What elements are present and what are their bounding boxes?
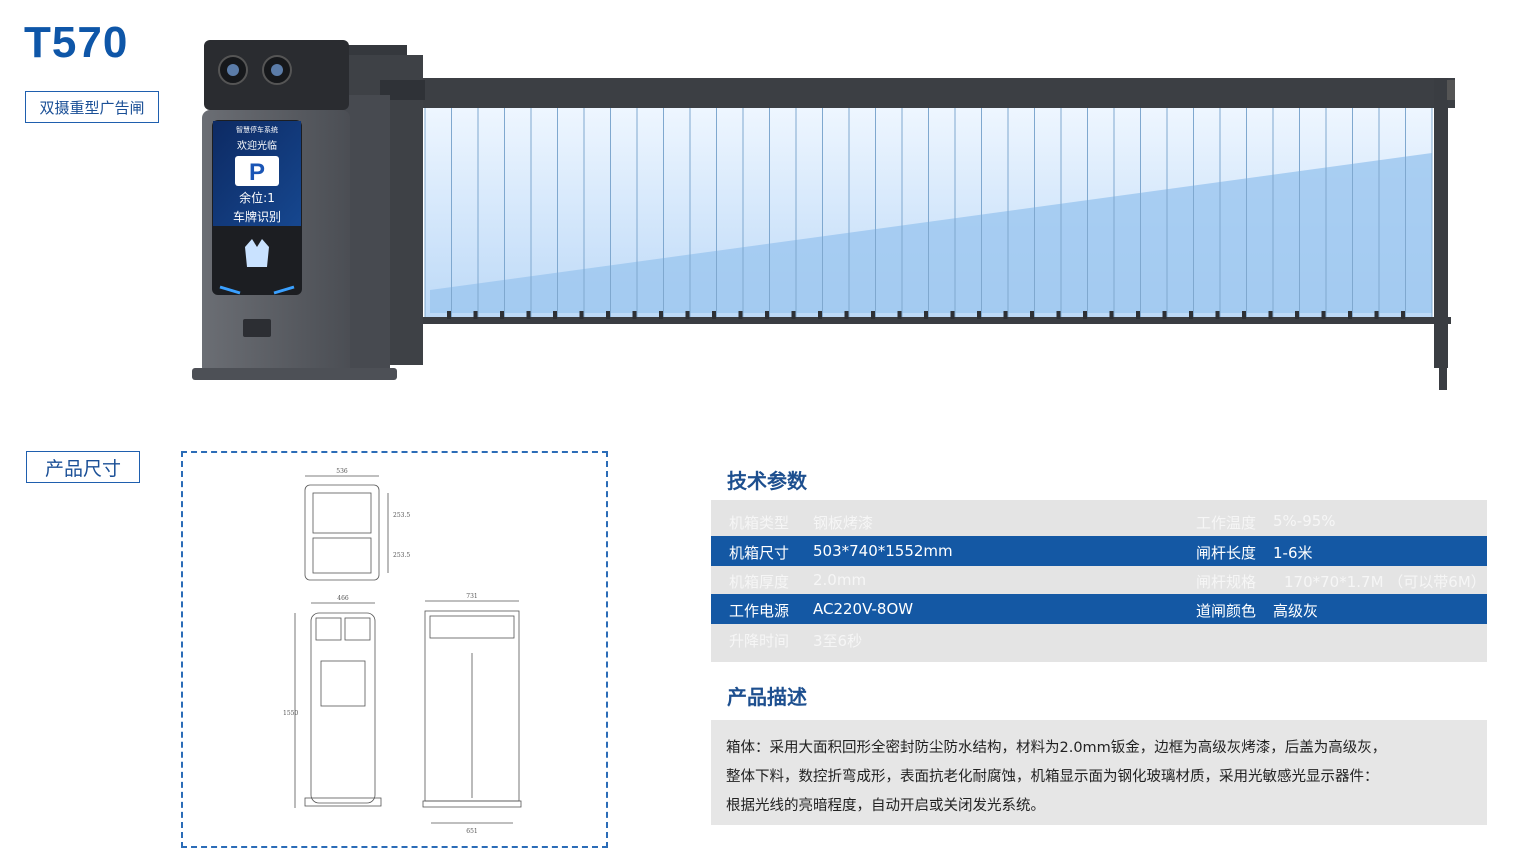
spec-value: 钢板烤漆 xyxy=(813,514,874,532)
dimensions-label: 产品尺寸 xyxy=(26,451,140,483)
spec-key: 机箱类型 xyxy=(729,514,790,532)
spec-key: 工作温度 xyxy=(1196,514,1257,532)
screen-welcome: 欢迎光临 xyxy=(237,139,277,152)
spec-value: 3至6秒 xyxy=(813,632,863,650)
spec-row: 机箱厚度 2.0mm 闸杆规格 170*70*1.7M （可以带6M） xyxy=(711,565,1487,595)
dim-top-width: 536 xyxy=(336,468,348,475)
description-line: 整体下料，数控折弯成形，表面抗老化耐腐蚀，机箱显示面为钢化玻璃材质，采用光敏感光… xyxy=(726,769,1379,785)
screen-system-title: 智慧停车系统 xyxy=(236,125,278,134)
spec-key: 机箱尺寸 xyxy=(729,544,790,562)
advertising-boom-arm xyxy=(395,78,1455,390)
dimension-drawing-frame: 536 253.5 253.5 466 1550 731 651 xyxy=(181,451,608,848)
screen-mode: 车牌识别 xyxy=(233,209,281,224)
barrier-gate-illustration: 智慧停车系统 欢迎光临 P 余位:1 车牌识别 xyxy=(192,40,1455,390)
spec-value: 1-6米 xyxy=(1273,544,1313,562)
spec-key: 工作电源 xyxy=(729,602,790,620)
keypad-icon xyxy=(243,319,271,337)
description-box: 箱体：采用大面积回形全密封防尘防水结构，材料为2.0mm钣金，边框为高级灰烤漆，… xyxy=(711,720,1487,825)
spec-value: 5%-95% xyxy=(1273,512,1336,530)
dim-right-bottom-width: 651 xyxy=(466,828,477,835)
parking-symbol: P xyxy=(249,159,265,186)
dim-front-height: 1550 xyxy=(283,710,298,717)
dim-front-width: 466 xyxy=(337,595,349,602)
gate-cabinet: 智慧停车系统 欢迎光临 P 余位:1 车牌识别 xyxy=(192,40,425,380)
technical-drawing: 536 253.5 253.5 466 1550 731 651 xyxy=(283,468,522,835)
brand-logo-icon xyxy=(245,239,269,267)
spec-value: 503*740*1552mm xyxy=(813,542,953,560)
spec-key: 道闸颜色 xyxy=(1196,602,1257,620)
screen-spaces: 余位:1 xyxy=(239,190,275,205)
dim-right-top-width: 731 xyxy=(466,593,477,600)
spec-row: 升降时间 3至6秒 xyxy=(711,624,1487,654)
spec-value: AC220V-8OW xyxy=(813,600,914,618)
specs-table: 机箱类型 钢板烤漆 工作温度 5%-95% 机箱尺寸 503*740*1552m… xyxy=(711,500,1487,662)
spec-value: 170*70*1.7M （可以带6M） xyxy=(1284,573,1486,591)
spec-key: 闸杆长度 xyxy=(1196,544,1257,562)
model-subtitle: 双摄重型广告闸 xyxy=(25,91,159,123)
specs-title: 技术参数 xyxy=(727,469,807,493)
spec-value: 2.0mm xyxy=(813,571,867,589)
spec-row: 机箱尺寸 503*740*1552mm 闸杆长度 1-6米 xyxy=(711,536,1487,566)
spec-key: 机箱厚度 xyxy=(729,573,790,591)
spec-key: 升降时间 xyxy=(729,632,790,650)
parking-sign-icon xyxy=(235,156,279,186)
spec-value: 高级灰 xyxy=(1273,602,1319,620)
spec-row: 机箱类型 钢板烤漆 工作温度 5%-95% xyxy=(711,506,1487,536)
spec-row: 工作电源 AC220V-8OW 道闸颜色 高级灰 xyxy=(711,594,1487,624)
description-line: 根据光线的亮暗程度，自动开启或关闭发光系统。 xyxy=(726,798,1045,814)
spec-key: 闸杆规格 xyxy=(1196,573,1257,591)
description-line: 箱体：采用大面积回形全密封防尘防水结构，材料为2.0mm钣金，边框为高级灰烤漆，… xyxy=(726,740,1387,756)
dim-side-lower: 253.5 xyxy=(393,552,410,559)
dim-side-upper: 253.5 xyxy=(393,512,410,519)
description-title: 产品描述 xyxy=(727,685,807,709)
model-title: T570 xyxy=(24,18,129,67)
